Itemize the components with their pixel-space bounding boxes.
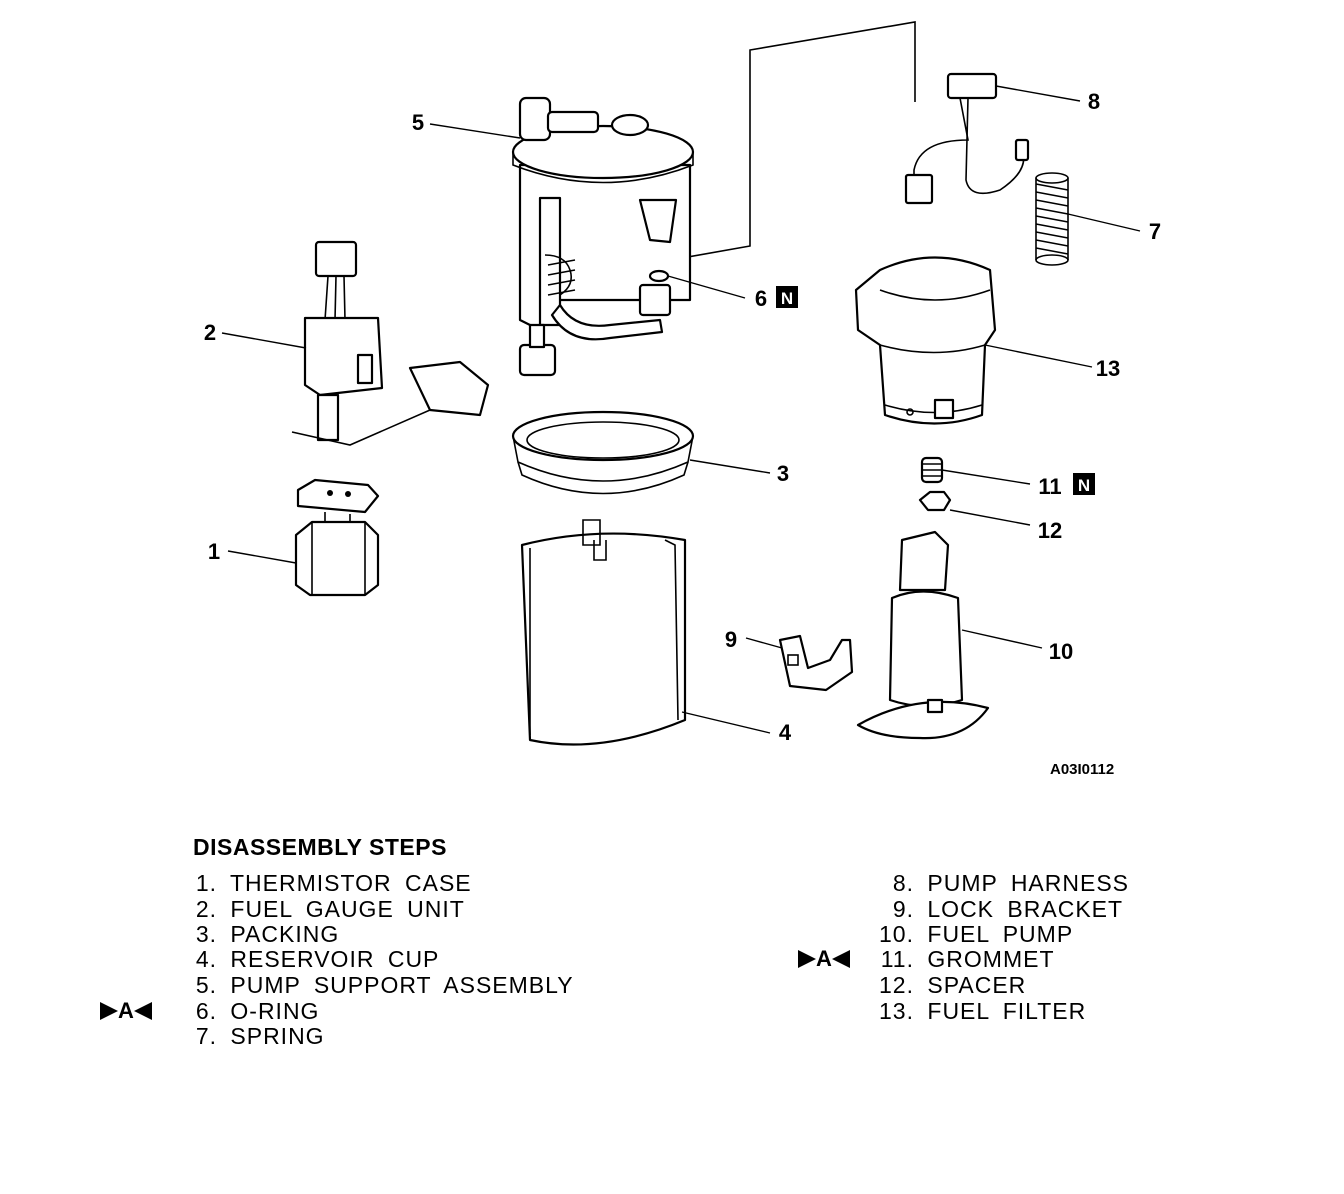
pump-harness-part bbox=[904, 72, 1030, 205]
callout-13: 13 bbox=[1096, 356, 1120, 381]
svg-text:N: N bbox=[781, 289, 793, 308]
step-item: 3. PACKING bbox=[195, 921, 340, 947]
new-part-mark-11: N bbox=[1073, 473, 1095, 495]
fuel-pump-part bbox=[856, 530, 990, 740]
service-point-marker: A bbox=[100, 998, 152, 1024]
fuel-filter-part bbox=[854, 256, 997, 425]
callout-2: 2 bbox=[204, 320, 216, 345]
figure-code: A03I0112 bbox=[1050, 761, 1114, 778]
svg-text:N: N bbox=[1078, 476, 1090, 495]
grommet-part bbox=[920, 456, 944, 484]
reservoir-cup-part bbox=[520, 519, 687, 746]
o-ring-part bbox=[648, 269, 670, 283]
step-item: 1. THERMISTOR CASE bbox=[195, 870, 472, 896]
spring-part bbox=[1035, 172, 1069, 266]
callout-7: 7 bbox=[1149, 219, 1161, 244]
step-item: 11. GROMMET bbox=[880, 946, 1055, 972]
callout-4: 4 bbox=[779, 720, 792, 745]
leader-lines bbox=[221, 85, 1141, 734]
callout-11: 11 bbox=[1038, 474, 1061, 499]
callout-6: 6 bbox=[755, 286, 767, 311]
step-item: 8. PUMP HARNESS bbox=[892, 870, 1130, 896]
step-item: 10. FUEL PUMP bbox=[879, 921, 1074, 947]
callout-3: 3 bbox=[777, 461, 789, 486]
step-item: 2. FUEL GAUGE UNIT bbox=[195, 896, 465, 922]
step-item: 7. SPRING bbox=[195, 1023, 325, 1049]
fuel-gauge-unit-part bbox=[291, 240, 490, 446]
pump-support-assembly-part bbox=[511, 96, 695, 377]
spacer-part bbox=[918, 490, 952, 512]
new-part-mark-6: N bbox=[776, 286, 798, 308]
step-item: 6. O-RING bbox=[195, 998, 320, 1024]
callout-8: 8 bbox=[1088, 89, 1100, 114]
step-item: 5. PUMP SUPPORT ASSEMBLY bbox=[195, 972, 574, 998]
step-item: 13. FUEL FILTER bbox=[879, 998, 1087, 1024]
service-point-marker: A bbox=[798, 946, 850, 972]
thermistor-case-part bbox=[294, 478, 380, 597]
callout-9: 9 bbox=[725, 627, 737, 652]
packing-part bbox=[511, 410, 695, 495]
callout-10: 10 bbox=[1049, 639, 1073, 664]
lock-bracket-part bbox=[778, 634, 854, 692]
callout-5: 5 bbox=[412, 110, 424, 135]
step-item: 9. LOCK BRACKET bbox=[892, 896, 1124, 922]
callout-1: 1 bbox=[208, 539, 220, 564]
step-item: 4. RESERVOIR CUP bbox=[195, 946, 440, 972]
steps-title: DISASSEMBLY STEPS bbox=[193, 834, 447, 860]
callout-12: 12 bbox=[1038, 518, 1062, 543]
step-item: 12. SPACER bbox=[879, 972, 1027, 998]
